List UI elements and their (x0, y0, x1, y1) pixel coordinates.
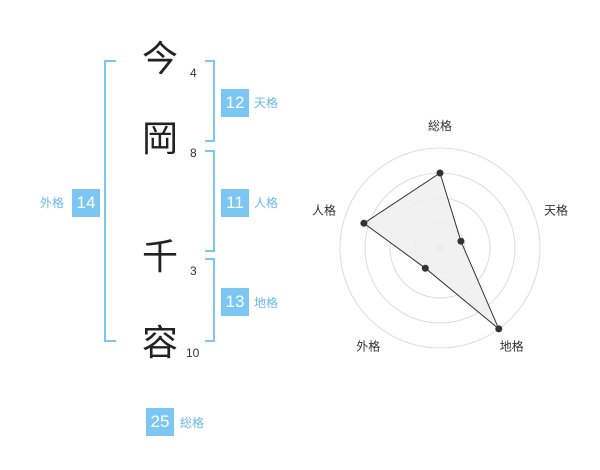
radar-axis-label-3: 地格 (500, 339, 524, 354)
stroke-count-3: 3 (190, 264, 197, 278)
chikaku-value: 13 (221, 288, 249, 316)
radar-point-4 (421, 264, 429, 272)
radar-grid-ring-4 (339, 147, 541, 349)
tenkaku-value: 12 (221, 89, 249, 117)
gaikaku-bracket (104, 60, 116, 342)
radar-axis-label-1: 総格 (428, 118, 452, 133)
jinkaku-value: 11 (221, 189, 249, 217)
jinkaku-bracket (205, 150, 215, 252)
chikaku-bracket (205, 258, 215, 342)
name-char-1: 今 (141, 39, 178, 80)
radar-axis-label-4: 外格 (356, 339, 380, 354)
gaikaku-value: 14 (72, 189, 100, 217)
tenkaku-label: 天格 (254, 96, 279, 110)
soukaku-label: 総格 (180, 416, 205, 430)
gaikaku-label: 外格 (40, 196, 65, 210)
soukaku-value: 25 (146, 408, 174, 436)
radar-point-5 (360, 219, 368, 227)
radar-point-1 (436, 169, 444, 177)
name-char-3: 千 (141, 237, 178, 278)
tenkaku-bracket (205, 60, 215, 142)
jinkaku-label: 人格 (254, 196, 279, 210)
radar-axis-label-2: 天格 (544, 202, 568, 217)
name-char-2: 岡 (141, 119, 178, 160)
stroke-count-4: 10 (186, 346, 200, 360)
radar-point-2 (457, 237, 465, 245)
stroke-count-2: 8 (190, 146, 197, 160)
radar-polygon (363, 172, 500, 330)
stroke-count-1: 4 (190, 66, 197, 80)
radar-point-3 (495, 325, 503, 333)
chikaku-label: 地格 (254, 296, 279, 310)
radar-axis-label-5: 人格 (312, 202, 336, 217)
name-char-4: 容 (141, 323, 178, 364)
